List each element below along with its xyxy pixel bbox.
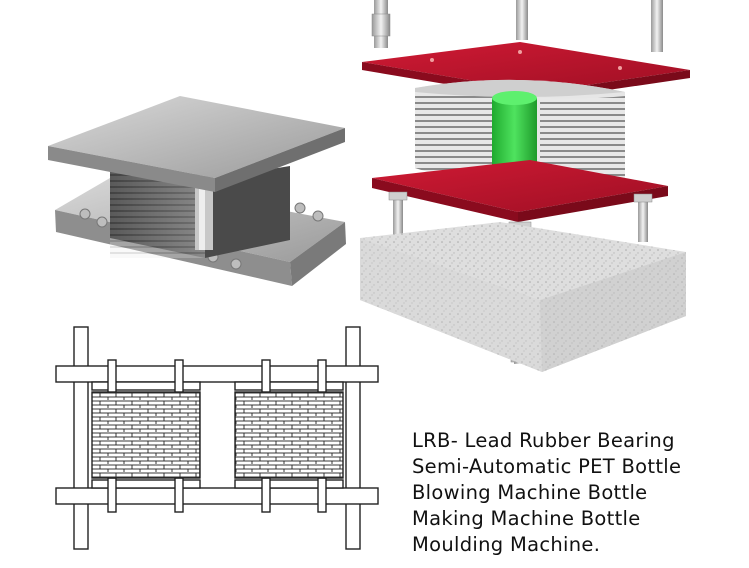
caption-line: Blowing Machine Bottle xyxy=(412,481,648,504)
bearing-cross-section-drawing xyxy=(55,326,379,550)
bolt xyxy=(516,0,528,40)
bolt xyxy=(371,0,391,48)
caption-line: Making Machine Bottle xyxy=(412,507,641,530)
bolt xyxy=(633,193,653,242)
caption-line: Moulding Machine. xyxy=(412,533,601,556)
bolt xyxy=(388,191,408,242)
exploded-lead-rubber-bearing xyxy=(360,0,690,372)
caption-line: Semi-Automatic PET Bottle xyxy=(412,455,682,478)
caption-line: LRB- Lead Rubber Bearing xyxy=(412,429,675,452)
grey-steel-bearing xyxy=(48,96,346,286)
caption-text: LRB- Lead Rubber Bearing Semi-Automatic … xyxy=(412,428,742,558)
bolt xyxy=(651,0,663,52)
